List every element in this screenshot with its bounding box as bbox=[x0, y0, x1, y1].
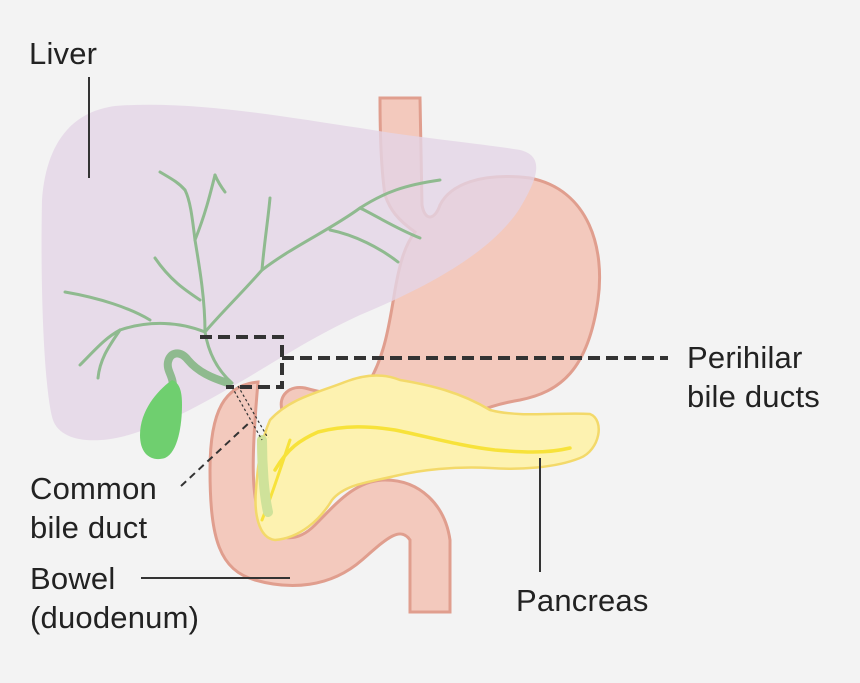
pancreas-label-text: Pancreas bbox=[516, 581, 649, 620]
common-bile-duct-label-line2: bile duct bbox=[30, 508, 157, 547]
perihilar-label-line1: Perihilar bbox=[687, 338, 820, 377]
pancreas-label: Pancreas bbox=[516, 581, 649, 620]
bowel-duodenum-label: Bowel (duodenum) bbox=[30, 559, 199, 637]
liver-label-text: Liver bbox=[29, 34, 97, 73]
perihilar-label-line2: bile ducts bbox=[687, 377, 820, 416]
common-bile-duct-label-line1: Common bbox=[30, 469, 157, 508]
bowel-label-line1: Bowel bbox=[30, 559, 199, 598]
perihilar-bile-ducts-label: Perihilar bile ducts bbox=[687, 338, 820, 416]
bowel-label-line2: (duodenum) bbox=[30, 598, 199, 637]
common-bile-duct-label: Common bile duct bbox=[30, 469, 157, 547]
liver-label: Liver bbox=[29, 34, 97, 73]
